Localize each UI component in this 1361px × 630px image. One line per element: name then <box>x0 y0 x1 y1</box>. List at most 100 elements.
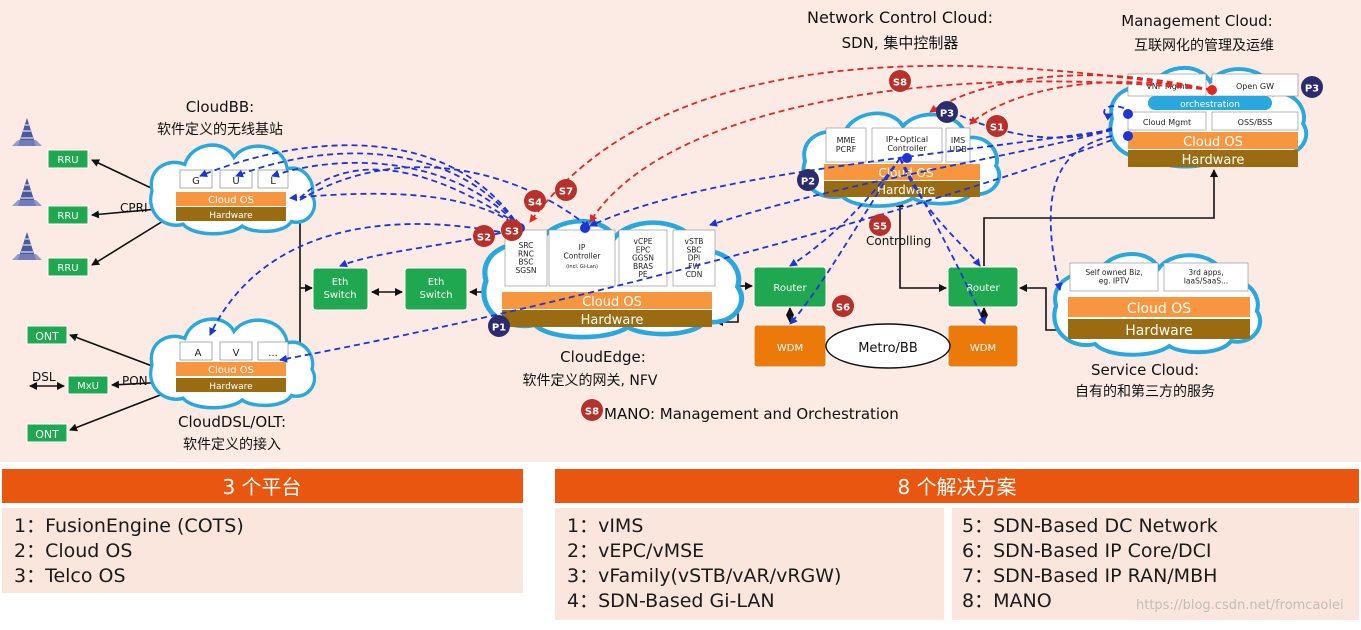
hardware-label: Hardware <box>1182 153 1245 168</box>
cloud-os-bar <box>176 362 286 376</box>
wdm-label: WDM <box>777 343 803 354</box>
service-cloud: Self owned Biz,eg. IPTV 3rd apps,IaaS/Sa… <box>1054 254 1260 355</box>
module-box <box>1069 262 1159 292</box>
badge-s8: S8 <box>889 70 911 92</box>
metro-label: Metro/BB <box>858 341 918 356</box>
platform-item: 3：Telco OS <box>14 565 126 587</box>
solutions-list-right: 5：SDN-Based DC Network 6：SDN-Based IP Co… <box>962 514 1218 614</box>
module-label: 3rd apps,IaaS/SaaS... <box>1184 268 1229 285</box>
mxu-label: MxU <box>77 381 99 392</box>
solutions-panel-left <box>555 508 944 620</box>
svg-text:P3: P3 <box>1305 84 1319 95</box>
service-subtitle: 自有的和第三方的服务 <box>1075 383 1215 400</box>
hardware-bar <box>1068 319 1250 339</box>
svg-text:S4: S4 <box>528 198 542 209</box>
badge-p3: P3 <box>1301 76 1323 98</box>
cloudedge-subtitle: 软件定义的网关, NFV <box>522 373 657 389</box>
module-box <box>618 229 668 287</box>
module-box <box>672 229 716 287</box>
solutions-header: 8 个解决方案 <box>897 475 1016 499</box>
svg-text:S5: S5 <box>873 222 887 233</box>
dsl-label: DSL <box>32 370 56 384</box>
mxu-box: MxU <box>67 375 109 395</box>
network-control-subtitle: SDN, 集中控制器 <box>842 34 959 52</box>
ont-box: ONT <box>26 423 68 443</box>
module-label: A <box>195 348 202 359</box>
cloud-os-label: Cloud OS <box>582 295 642 310</box>
module-label: L <box>270 176 276 187</box>
solutions-list-left: 1：vIMS 2：vEPC/vMSE 3：vFamily(vSTB/vAR/vR… <box>567 514 841 614</box>
orchestration-label: orchestration <box>1180 100 1240 110</box>
platforms-header-bar <box>2 469 523 503</box>
badge-s2: S2 <box>473 225 495 247</box>
module-label: ... <box>268 348 278 359</box>
rru-box: RRU <box>47 205 89 225</box>
svg-text:P2: P2 <box>801 177 815 188</box>
solution-item: 4：SDN-Based Gi-LAN <box>567 590 775 612</box>
management-subtitle: 互联网化的管理及运维 <box>1134 38 1274 54</box>
svg-text:S8: S8 <box>893 78 907 89</box>
module-box <box>219 341 253 361</box>
module-label: V <box>233 348 240 359</box>
solution-item: 1：vIMS <box>567 515 644 537</box>
platform-item: 1：FusionEngine (COTS) <box>14 515 244 537</box>
badge-s4: S4 <box>524 190 546 212</box>
solutions-panel-right <box>952 508 1359 620</box>
router-label: Router <box>966 283 1000 294</box>
hardware-label: Hardware <box>877 183 935 197</box>
module-label: Cloud Mgmt <box>1143 118 1191 127</box>
badge-s1: S1 <box>986 115 1008 137</box>
module-label: Open GW <box>1236 82 1274 91</box>
cloud-os-bar <box>1068 297 1250 317</box>
badge-s6: S6 <box>832 295 854 317</box>
badge-p1: P1 <box>488 315 510 337</box>
service-title: Service Cloud: <box>1091 361 1199 379</box>
ont-box: ONT <box>26 325 68 345</box>
solution-item: 8：MANO <box>962 590 1052 612</box>
hardware-label: Hardware <box>581 313 644 328</box>
orchestration-endpoint <box>1207 85 1217 95</box>
hardware-label: Hardware <box>1125 323 1193 339</box>
badge-p3: P3 <box>936 101 958 123</box>
controller-note: (incl. Gi-Lan) <box>566 264 598 270</box>
orchestration-links-red <box>529 64 1213 223</box>
clouddsl-subtitle: 软件定义的接入 <box>183 436 281 453</box>
clouddsl-cloud: A V ... Cloud OS Hardware <box>148 317 317 410</box>
metro-ring <box>825 323 951 369</box>
badge-s5: S5 <box>869 214 891 236</box>
module-box <box>1211 111 1299 131</box>
badge-s8-legend: S8 <box>581 399 603 421</box>
management-title: Management Cloud: <box>1121 12 1272 30</box>
platforms-list: 1：FusionEngine (COTS) 2：Cloud OS 3：Telco… <box>14 514 244 589</box>
hardware-label: Hardware <box>209 211 253 221</box>
module-box <box>1127 111 1207 131</box>
module-box <box>179 341 213 361</box>
svg-text:S1: S1 <box>990 123 1004 134</box>
ip-controller-box <box>548 229 616 287</box>
badge-s3: S3 <box>501 219 523 241</box>
watermark: https://blog.csdn.net/fromcaolei <box>1136 598 1344 613</box>
badge-s7: S7 <box>555 179 577 201</box>
module-label: OSS/BSS <box>1238 118 1273 127</box>
ont-label: ONT <box>35 330 59 343</box>
router-box: Router <box>753 266 827 308</box>
module-label: U <box>232 176 239 187</box>
cloud-os-label: Cloud OS <box>208 195 254 206</box>
cloud-os-bar <box>502 292 712 309</box>
svg-text:S7: S7 <box>559 187 573 198</box>
cloudbb-title: CloudBB: <box>186 98 254 116</box>
mano-legend: MANO: Management and Orchestration <box>604 405 899 423</box>
rru-box: RRU <box>47 149 89 169</box>
rru-box: RRU <box>47 257 89 277</box>
hardware-bar <box>176 207 286 221</box>
svg-text:S2: S2 <box>477 233 491 244</box>
svg-text:S6: S6 <box>836 303 850 314</box>
